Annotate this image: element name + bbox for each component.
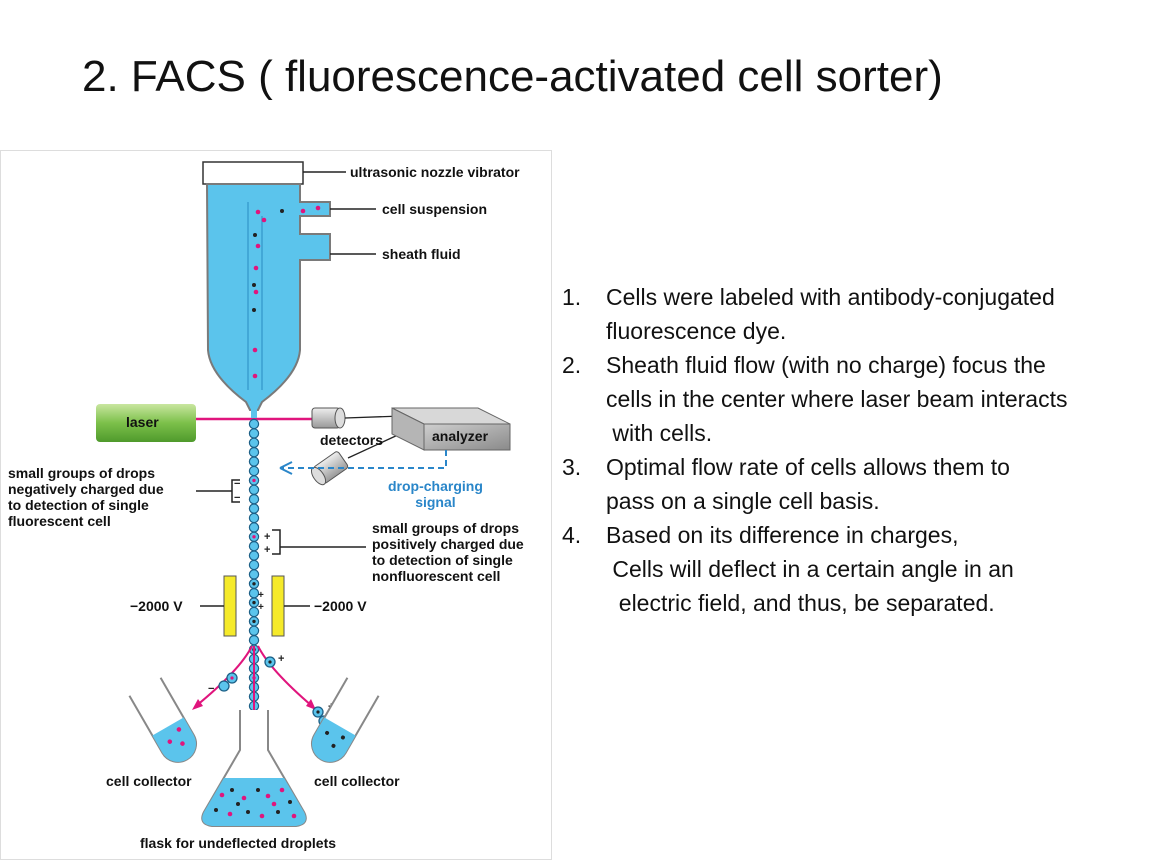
step-item: 3. Optimal flow rate of cells allows the… [562,450,1068,518]
neg-line3: to detection of single [8,497,149,513]
svg-text:+: + [258,590,264,601]
label-flask: flask for undeflected droplets [140,835,337,851]
slide-title: 2. FACS ( fluorescence-activated cell so… [82,52,943,101]
droplet [248,503,260,514]
step-number: 3. [562,454,582,480]
droplet-cell [252,619,256,624]
drop-charging-line [280,450,447,469]
collector-left [128,677,197,763]
droplet [248,559,260,571]
pos-line1: small groups of drops [372,520,520,536]
droplet [248,437,260,448]
pos-line2: positively charged due [372,536,524,552]
droplet-cell [252,535,256,539]
droplet [248,550,260,561]
label-detectors: detectors [320,432,384,448]
neg-line4: fluorescent cell [8,513,111,529]
droplet [248,447,260,458]
neg-line2: negatively charged due [8,481,164,497]
analyzer-side [391,407,425,451]
droplet-cell [252,582,256,586]
droplet [248,465,260,477]
label-collector-left: cell collector [106,773,192,789]
detector-top-lens [334,407,346,429]
plate-right [271,575,285,637]
pos-line4: nonfluorescent cell [372,568,501,584]
pos-bracket [272,529,281,555]
path-left [195,645,253,707]
droplet [248,512,260,524]
step-line1: Optimal flow rate of cells allows them t… [606,454,1010,480]
label-cell-suspension: cell suspension [382,201,488,217]
detector-wire-bottom [347,433,401,459]
droplet [248,428,260,439]
step-item: 4. Based on its difference in charges, C… [562,518,1068,620]
step-line3: electric field, and thus, be separated. [606,590,995,616]
label-laser: laser [126,414,159,430]
droplet [248,569,260,580]
label-negative-drops: small groups of drops negatively charged… [8,465,164,529]
svg-text:+: + [264,531,270,543]
nozzle-cells [252,205,321,379]
svg-text:−: − [234,478,240,490]
step-line1: Sheath fluid flow (with no charge) focus… [606,352,1046,378]
flask-cells [214,787,297,819]
label-nozzle-vibrator: ultrasonic nozzle vibrator [350,164,520,180]
step-number: 4. [562,522,582,548]
svg-text:−: − [234,492,240,504]
label-drop-charging: drop-charging signal [388,478,483,510]
label-sheath-fluid: sheath fluid [382,246,461,262]
drop-charging-arrow [279,461,293,475]
path-right [257,645,313,707]
laser-box [96,404,196,442]
plate-left [223,575,237,637]
facs-diagram: − − + + + + − + + [0,150,552,860]
droplet [248,484,260,495]
steps-list: 1. Cells were labeled with antibody-conj… [562,280,1068,620]
step-line2: pass on a single cell basis. [606,488,880,514]
svg-text:+: + [278,653,284,665]
droplet [248,418,260,430]
droplet [248,522,260,533]
label-collector-right: cell collector [314,773,400,789]
step-line2: Cells will deflect in a certain angle in… [606,556,1014,582]
deflected-drops: − + + [208,653,334,727]
droplet [248,625,260,636]
label-voltage-left: −2000 V [130,598,183,614]
droplet [248,635,260,646]
nozzle-vibrator [202,161,304,185]
nozzle-body [205,183,331,411]
svg-text:+: + [258,602,264,613]
facs-diagram-drawing: − − + + + + − + + [0,150,552,860]
droplet [248,541,260,552]
step-line1: Cells were labeled with antibody-conjuga… [606,284,1055,310]
collector-right [311,677,380,763]
label-analyzer: analyzer [432,428,489,444]
step-line2: fluorescence dye. [606,318,787,344]
step-number: 1. [562,284,582,310]
step-item: 1. Cells were labeled with antibody-conj… [562,280,1068,348]
label-positive-drops: small groups of drops positively charged… [372,520,524,584]
droplet [248,456,260,467]
step-line3: with cells. [606,420,713,446]
drop-charging-line1: drop-charging [388,478,483,494]
step-number: 2. [562,352,582,378]
svg-text:+: + [264,544,270,556]
drop-charging-line2: signal [415,494,456,510]
droplet-cell [252,478,256,483]
droplet-cell [252,600,256,605]
step-line2: cells in the center where laser beam int… [606,386,1068,412]
label-voltage-right: −2000 V [314,598,367,614]
inner-tube [247,202,263,390]
neg-line1: small groups of drops [8,465,156,481]
figure-border [0,150,552,860]
pos-line3: to detection of single [372,552,513,568]
droplet [248,494,260,505]
svg-text:−: − [208,683,214,695]
step-item: 2. Sheath fluid flow (with no charge) fo… [562,348,1068,450]
step-line1: Based on its difference in charges, [606,522,959,548]
